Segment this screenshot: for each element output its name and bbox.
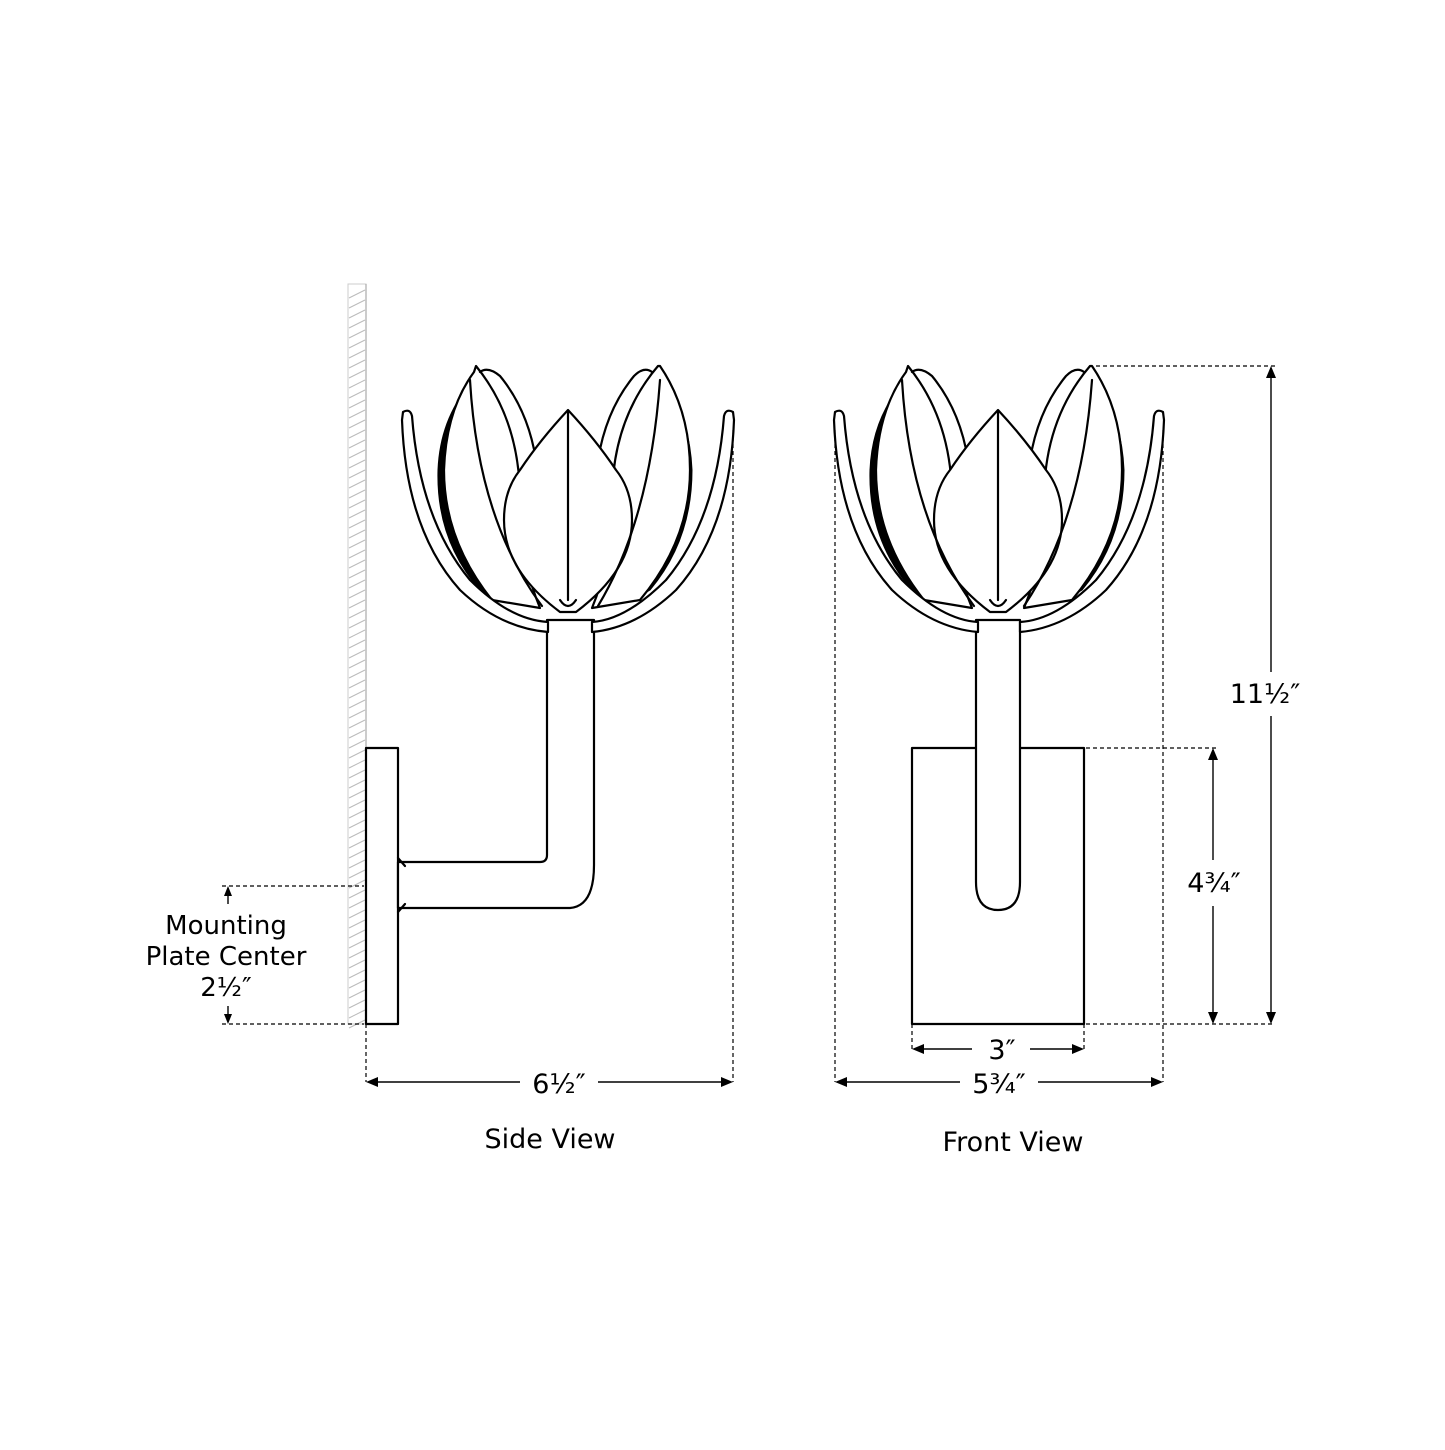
front-flower [832, 364, 1166, 634]
wall-hatch-line [348, 439, 366, 449]
wall-hatch-line [348, 599, 366, 609]
wall-hatch-line [348, 689, 366, 699]
wall-hatch-line [348, 989, 366, 999]
wall-hatch-line [348, 929, 366, 939]
wall-hatch-line [348, 629, 366, 639]
wall-hatch-line [348, 419, 366, 429]
wall-hatch-line [348, 569, 366, 579]
wall [347, 283, 367, 1029]
wall-hatch-line [348, 489, 366, 499]
wall-hatch-line [348, 839, 366, 849]
wall-hatch-line [348, 909, 366, 919]
wall-hatch-line [348, 589, 366, 599]
wall-hatch-line [348, 699, 366, 709]
wall-hatch-line [348, 539, 366, 549]
wall-hatch-line [348, 429, 366, 439]
wall-hatch-line [348, 749, 366, 759]
side-width-label: 6½″ [532, 1069, 585, 1100]
wall-hatch-line [348, 359, 366, 369]
wall-hatch-line [348, 979, 366, 989]
wall-hatch-line [348, 919, 366, 929]
wall-hatch-line [348, 449, 366, 459]
wall-hatch-line [348, 789, 366, 799]
wall-hatch-line [348, 649, 366, 659]
wall-hatch-line [348, 959, 366, 969]
side-view: 6½″ Mounting Plate Center 2½″ Side View [146, 283, 736, 1155]
wall-hatch-line [348, 329, 366, 339]
wall-hatch-line [348, 999, 366, 1009]
wall-hatch-line [348, 809, 366, 819]
wall-hatch-line [348, 559, 366, 569]
wall-hatch-line [348, 519, 366, 529]
wall-hatch-line [348, 349, 366, 359]
side-mounting-plate [364, 746, 400, 1026]
wall-hatch-line [348, 389, 366, 399]
wall-hatch-line [348, 889, 366, 899]
mounting-value: 2½″ [200, 973, 252, 1003]
wall-hatch-line [348, 479, 366, 489]
wall-hatch-line [348, 1009, 366, 1019]
wall-hatch-line [348, 609, 366, 619]
wall-hatch-line [348, 619, 366, 629]
wall-hatch-line [348, 869, 366, 879]
wall-hatch-line [348, 339, 366, 349]
wall-hatch-line [348, 879, 366, 889]
wall-hatch-line [348, 409, 366, 419]
mounting-label-line1: Mounting [165, 911, 287, 941]
wall-hatch-line [348, 669, 366, 679]
plate-width-label: 3″ [988, 1035, 1015, 1066]
wall-hatch-line [348, 949, 366, 959]
wall-hatch-line [348, 509, 366, 519]
overall-height-label: 11½″ [1230, 679, 1301, 710]
wall-hatch-line [348, 939, 366, 949]
wall-hatch-line [348, 579, 366, 589]
wall-hatch-line [348, 829, 366, 839]
wall-hatch-line [348, 659, 366, 669]
wall-hatch-line [348, 289, 366, 299]
wall-hatch-line [348, 849, 366, 859]
wall-hatch-line [348, 469, 366, 479]
wall-hatch-line [348, 499, 366, 509]
side-arm [396, 618, 596, 910]
front-view-caption: Front View [943, 1127, 1084, 1158]
side-view-caption: Side View [484, 1124, 615, 1155]
wall-hatch-line [348, 729, 366, 739]
wall-hatch-line [348, 639, 366, 649]
wall-hatch-line [348, 369, 366, 379]
wall-hatch-line [348, 759, 366, 769]
wall-hatch-line [348, 779, 366, 789]
side-flower [400, 364, 736, 634]
front-view: 5¾″ 3″ 4¾″ 11½″ Front View [832, 364, 1301, 1158]
wall-hatch-line [348, 859, 366, 869]
front-width-label: 5¾″ [972, 1069, 1025, 1100]
front-stem [974, 618, 1022, 912]
wall-hatch-line [348, 549, 366, 559]
wall-hatch-line [348, 719, 366, 729]
plate-height-label: 4¾″ [1187, 868, 1240, 899]
wall-hatch-line [348, 819, 366, 829]
wall-hatch-line [348, 709, 366, 719]
wall-hatch-line [348, 459, 366, 469]
wall-hatch-line [348, 309, 366, 319]
mounting-label-line2: Plate Center [146, 942, 307, 972]
wall-hatch-line [348, 299, 366, 309]
wall-hatch-line [348, 739, 366, 749]
wall-hatch-line [348, 769, 366, 779]
wall-hatch-line [348, 899, 366, 909]
wall-hatch-line [348, 969, 366, 979]
wall-hatch-line [348, 379, 366, 389]
wall-hatch-line [348, 319, 366, 329]
wall-hatch-line [348, 679, 366, 689]
wall-hatch-line [348, 799, 366, 809]
wall-hatch-line [348, 529, 366, 539]
wall-hatch-line [348, 399, 366, 409]
